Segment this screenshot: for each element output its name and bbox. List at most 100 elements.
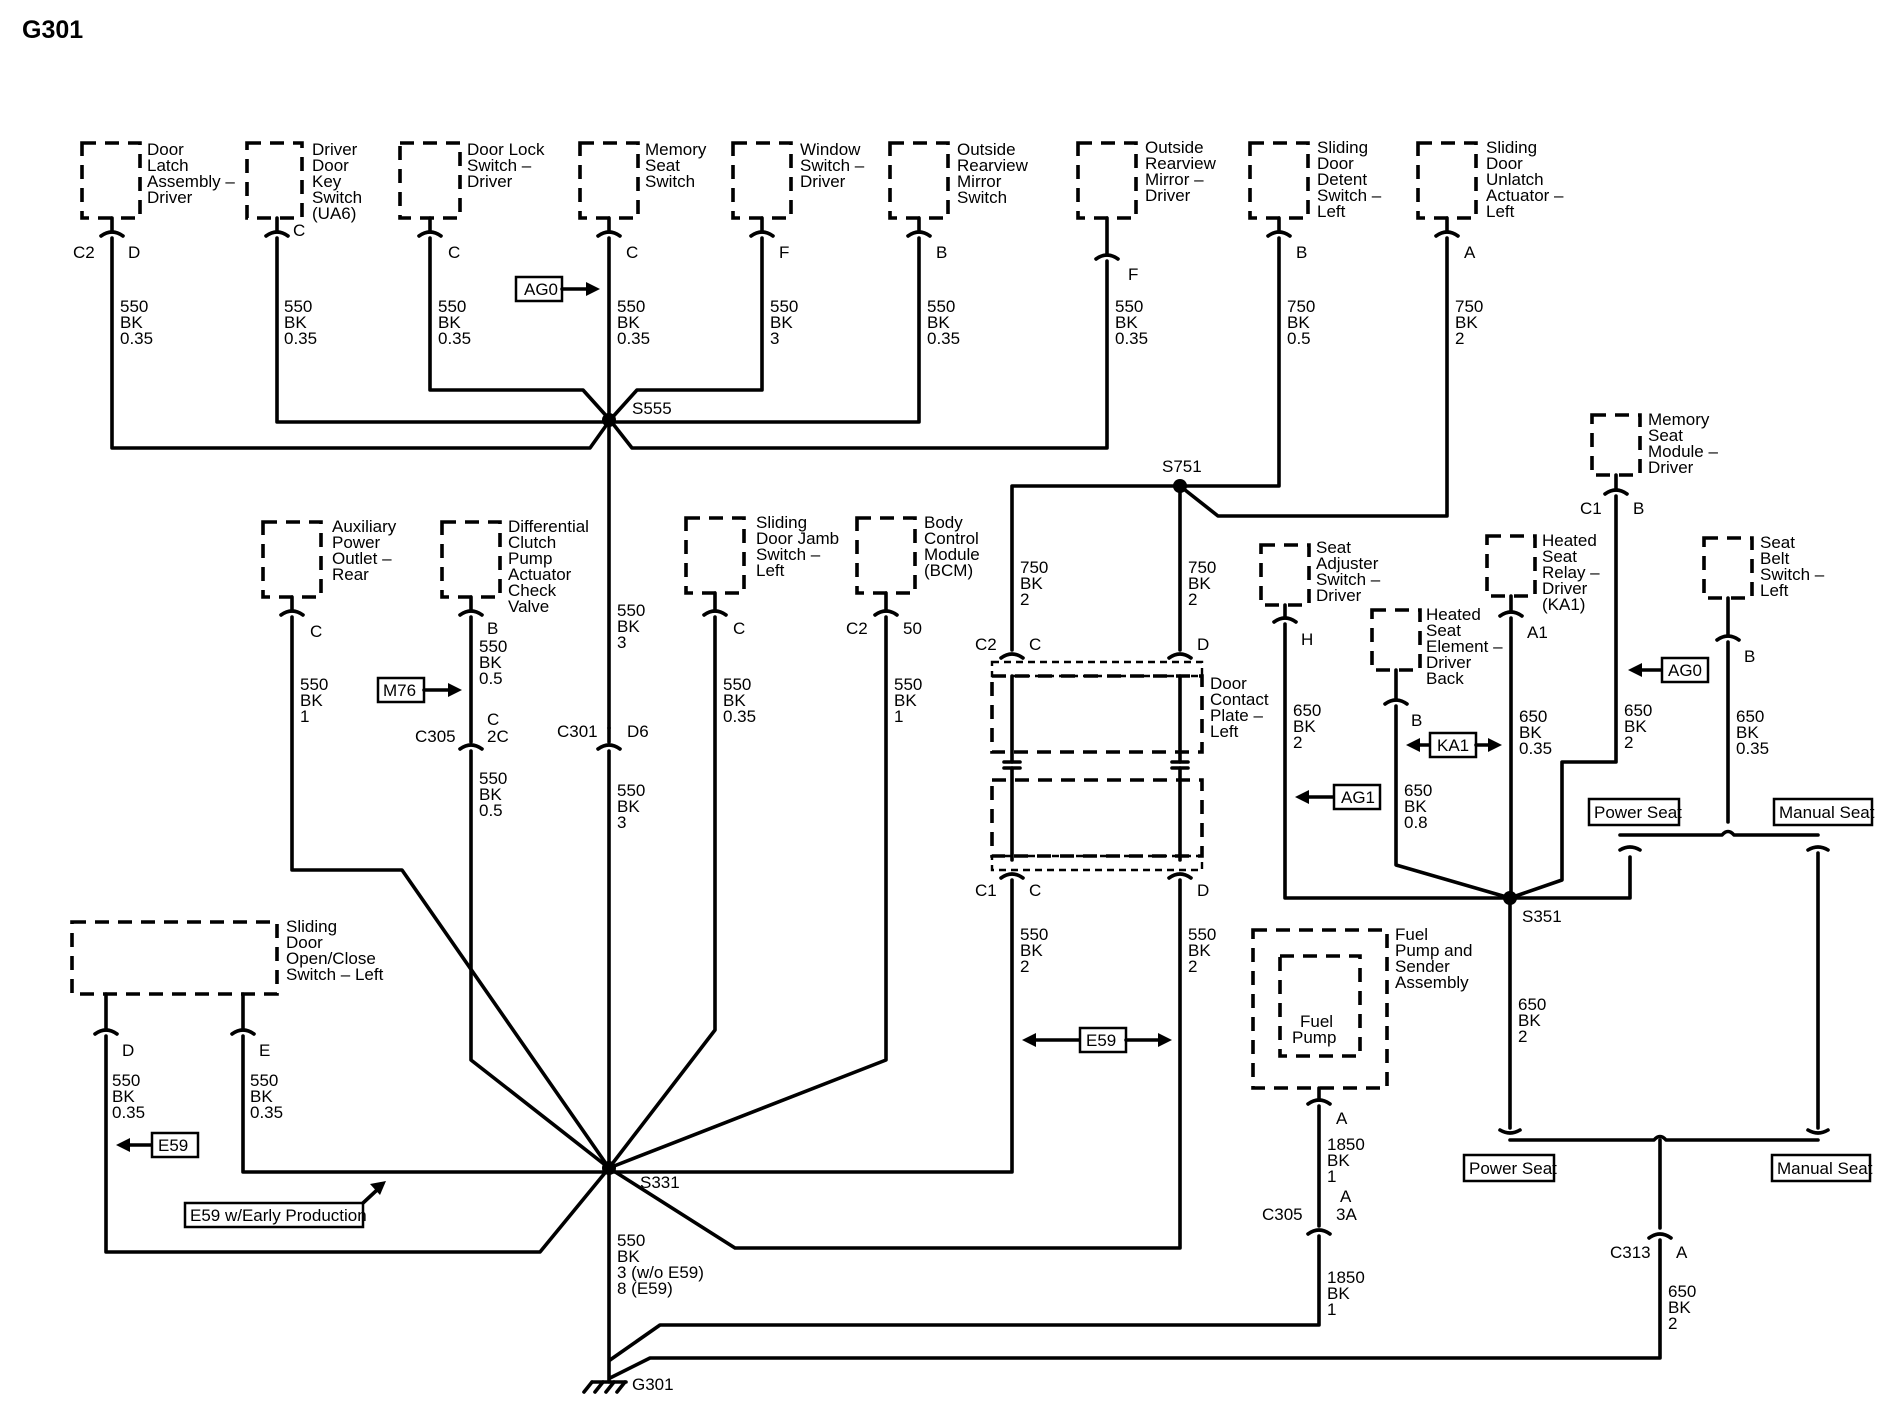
- svg-text:KA1: KA1: [1437, 736, 1469, 755]
- svg-text:B: B: [1633, 499, 1644, 518]
- box-door-lock: [398, 141, 462, 220]
- box-fuel-pump: [1278, 954, 1362, 1058]
- svg-text:Power Seat: Power Seat: [1594, 803, 1682, 822]
- connectors-middle: [279, 591, 899, 751]
- svg-text:M76: M76: [383, 681, 416, 700]
- svg-text:A1: A1: [1527, 623, 1548, 642]
- box-seat-belt: [1702, 536, 1754, 600]
- label-s555: S555: [632, 399, 672, 418]
- diagram-title: G301: [22, 16, 83, 44]
- ref-ag0-top: AG0: [514, 275, 600, 303]
- svg-text:E: E: [259, 1041, 270, 1060]
- svg-text:B: B: [1744, 647, 1755, 666]
- svg-text:C305: C305: [1262, 1205, 1303, 1224]
- svg-text:D: D: [1197, 881, 1209, 900]
- box-door-latch: [80, 141, 142, 220]
- ref-e59-early: E59 w/Early Production: [183, 1181, 386, 1229]
- splice-s555: [602, 413, 616, 427]
- svg-text:B: B: [487, 619, 498, 638]
- svg-text:AG0: AG0: [524, 280, 558, 299]
- ground-icon: [582, 1380, 628, 1394]
- svg-text:AG1: AG1: [1341, 788, 1375, 807]
- box-memory-seat-module: [1590, 413, 1642, 477]
- svg-text:E59: E59: [158, 1136, 188, 1155]
- svg-text:2C: 2C: [487, 727, 509, 746]
- pins-top: C2 D C C C F B F B A: [73, 221, 1476, 284]
- svg-text:A: A: [1676, 1243, 1688, 1262]
- svg-text:B: B: [1411, 711, 1422, 730]
- svg-text:C: C: [1029, 635, 1041, 654]
- label-s331: S331: [640, 1173, 680, 1192]
- box-memory-seat-switch: [578, 141, 640, 220]
- box-sliding-unlatch: [1416, 141, 1478, 220]
- box-sliding-open-close: [70, 920, 279, 996]
- component-boxes-top: [80, 141, 1478, 220]
- svg-text:C: C: [310, 622, 322, 641]
- ref-e59-mid: E59: [1022, 1026, 1172, 1054]
- box-outside-mirror-driver: [1076, 141, 1138, 220]
- svg-text:3A: 3A: [1336, 1205, 1357, 1224]
- connectors-top: [99, 216, 1460, 261]
- label-ground: G301: [632, 1375, 674, 1394]
- pin-c-lock: C: [448, 243, 460, 262]
- box-sliding-detent: [1248, 141, 1310, 220]
- svg-text:D6: D6: [627, 722, 649, 741]
- option-upper: Power Seat Manual Seat: [1587, 797, 1875, 1130]
- svg-text:AG0: AG0: [1668, 661, 1702, 680]
- svg-text:C: C: [733, 619, 745, 638]
- svg-text:C: C: [487, 710, 499, 729]
- svg-text:C305: C305: [415, 727, 456, 746]
- svg-text:A: A: [1336, 1109, 1348, 1128]
- svg-text:H: H: [1301, 630, 1313, 649]
- svg-text:C1: C1: [975, 881, 997, 900]
- svg-text:50: 50: [903, 619, 922, 638]
- label-s351: S351: [1522, 907, 1562, 926]
- pin-c-key: C: [293, 221, 305, 240]
- svg-text:Manual Seat: Manual Seat: [1779, 803, 1875, 822]
- pin-b-mirror-switch: B: [936, 243, 947, 262]
- svg-text:C301: C301: [557, 722, 598, 741]
- svg-text:C313: C313: [1610, 1243, 1651, 1262]
- box-seat-adjuster: [1259, 543, 1311, 607]
- box-heated-seat-element: [1370, 608, 1422, 672]
- wires-top: [110, 236, 1449, 730]
- svg-text:Power Seat: Power Seat: [1469, 1159, 1557, 1178]
- svg-text:D: D: [122, 1041, 134, 1060]
